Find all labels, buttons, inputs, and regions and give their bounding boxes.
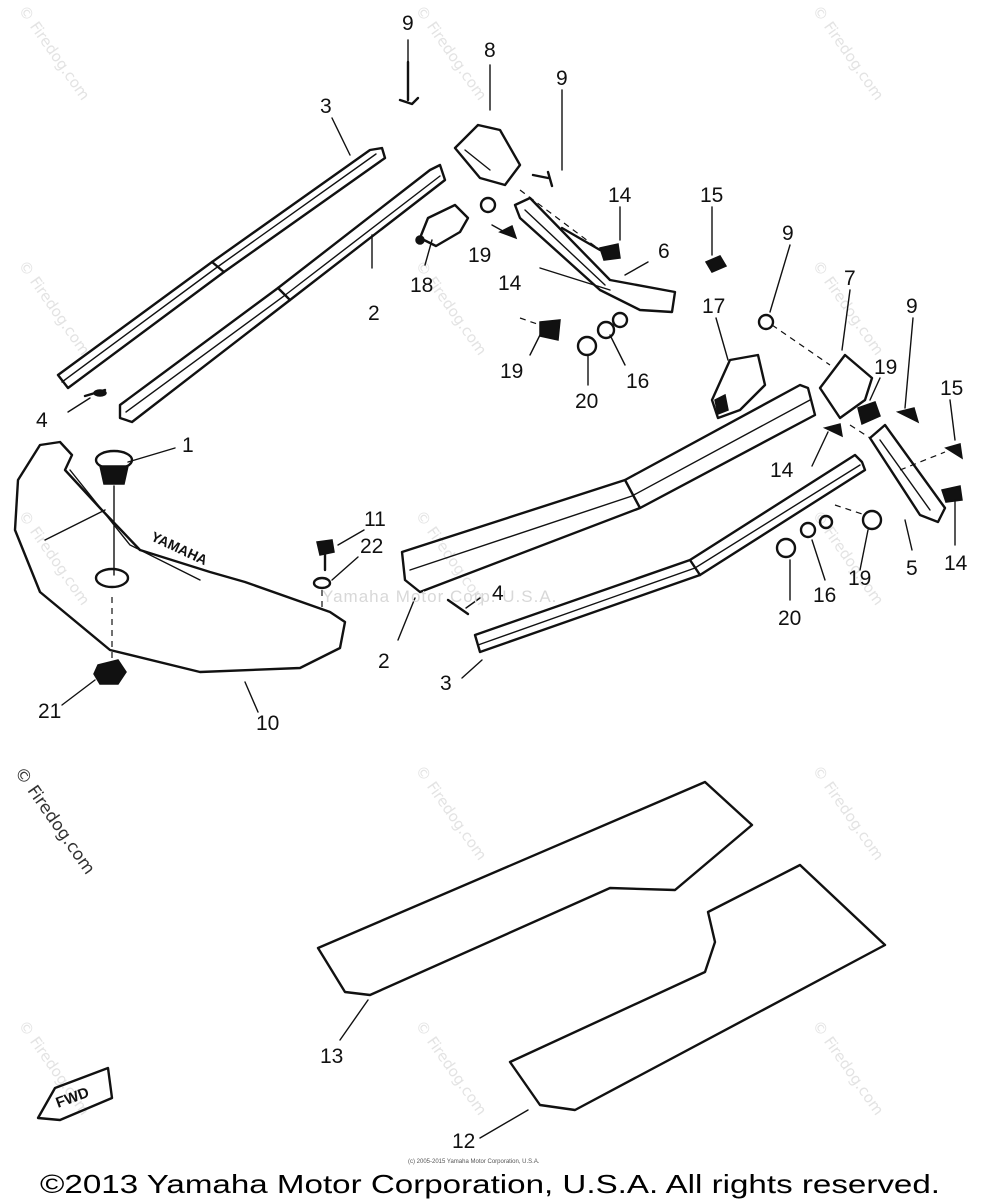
copyright-notice: ©2013 Yamaha Motor Corporation, U.S.A. A…	[40, 1169, 940, 1199]
callout: 10	[256, 712, 279, 735]
part-7-bracket	[818, 353, 874, 420]
callout: 9	[556, 67, 568, 90]
part-3-lower-strip	[473, 453, 867, 654]
callout: 9	[906, 295, 918, 318]
overlay-watermark: Yamaha Motor Corp. U.S.A.	[322, 587, 557, 606]
callout: 21	[38, 700, 61, 723]
fasteners	[398, 60, 963, 559]
callouts: 9 8 9 3 14 15 19 14 6 18 2 9 7 9 17 19 1…	[36, 12, 968, 1153]
callout: 8	[484, 39, 496, 62]
callout: 19	[468, 244, 491, 267]
part-5-bracket	[868, 423, 947, 524]
watermark: © Firedog.com	[15, 2, 94, 104]
part-13-mat	[316, 780, 754, 997]
watermark: © Firedog.com	[412, 1017, 491, 1119]
callout: 16	[626, 370, 649, 393]
callout: 19	[874, 356, 897, 379]
callout: 14	[498, 272, 522, 295]
part-3-upper-strip	[56, 146, 387, 390]
callout: 20	[778, 607, 801, 630]
callout: 1	[182, 434, 194, 457]
part-2-lower-rail	[400, 383, 817, 594]
callout: 11	[364, 508, 386, 531]
part-1-cap	[94, 449, 134, 576]
callout: 3	[440, 672, 452, 695]
watermark: © Firedog.com	[809, 1017, 888, 1119]
callout: 12	[452, 1130, 475, 1153]
callout: 5	[906, 557, 918, 580]
callout: 18	[410, 274, 433, 297]
leader-lines	[61, 39, 956, 1139]
callout: 17	[702, 295, 725, 318]
watermark: © Firedog.com	[412, 257, 491, 359]
callout: 19	[848, 567, 871, 590]
part-6-bracket	[513, 196, 677, 314]
callout: 6	[658, 240, 670, 263]
part-21-nut	[93, 595, 127, 685]
small-print: (c) 2005-2015 Yamaha Motor Corporation, …	[408, 1159, 540, 1165]
part-8-bracket	[453, 123, 522, 187]
callout: 4	[36, 409, 48, 432]
callout: 20	[575, 390, 598, 413]
part-4-pin-upper	[83, 388, 107, 398]
part-11-screw	[316, 539, 335, 572]
watermark: © Firedog.com	[809, 2, 888, 104]
watermark: © Firedog.com	[809, 762, 888, 864]
callout: 16	[813, 584, 836, 607]
part-18-clip	[415, 203, 470, 248]
callout: 15	[700, 184, 723, 207]
watermark-group: © Firedog.com © Firedog.com © Firedog.co…	[10, 2, 888, 1119]
callout: 14	[770, 459, 794, 482]
callout: 2	[378, 650, 390, 673]
part-12-mat	[508, 863, 887, 1112]
callout: 15	[940, 377, 963, 400]
callout: 14	[944, 552, 968, 575]
watermark: © Firedog.com	[412, 2, 491, 104]
watermark-dark: © Firedog.com	[10, 763, 99, 878]
callout: 13	[320, 1045, 343, 1068]
callout: 2	[368, 302, 380, 325]
callout: 19	[500, 360, 523, 383]
callout: 22	[360, 535, 383, 558]
callout: 14	[608, 184, 632, 207]
callout: 9	[782, 222, 794, 245]
part-17-clip	[710, 353, 767, 420]
watermark: © Firedog.com	[15, 257, 94, 359]
watermark: © Firedog.com	[412, 762, 491, 864]
part-2-upper-rail	[118, 163, 447, 424]
callout: 9	[402, 12, 414, 35]
part-22-washer	[312, 576, 332, 608]
callout: 4	[492, 582, 504, 605]
part-4-pin-lower	[446, 598, 470, 616]
callout: 7	[844, 267, 856, 290]
callout: 3	[320, 95, 332, 118]
